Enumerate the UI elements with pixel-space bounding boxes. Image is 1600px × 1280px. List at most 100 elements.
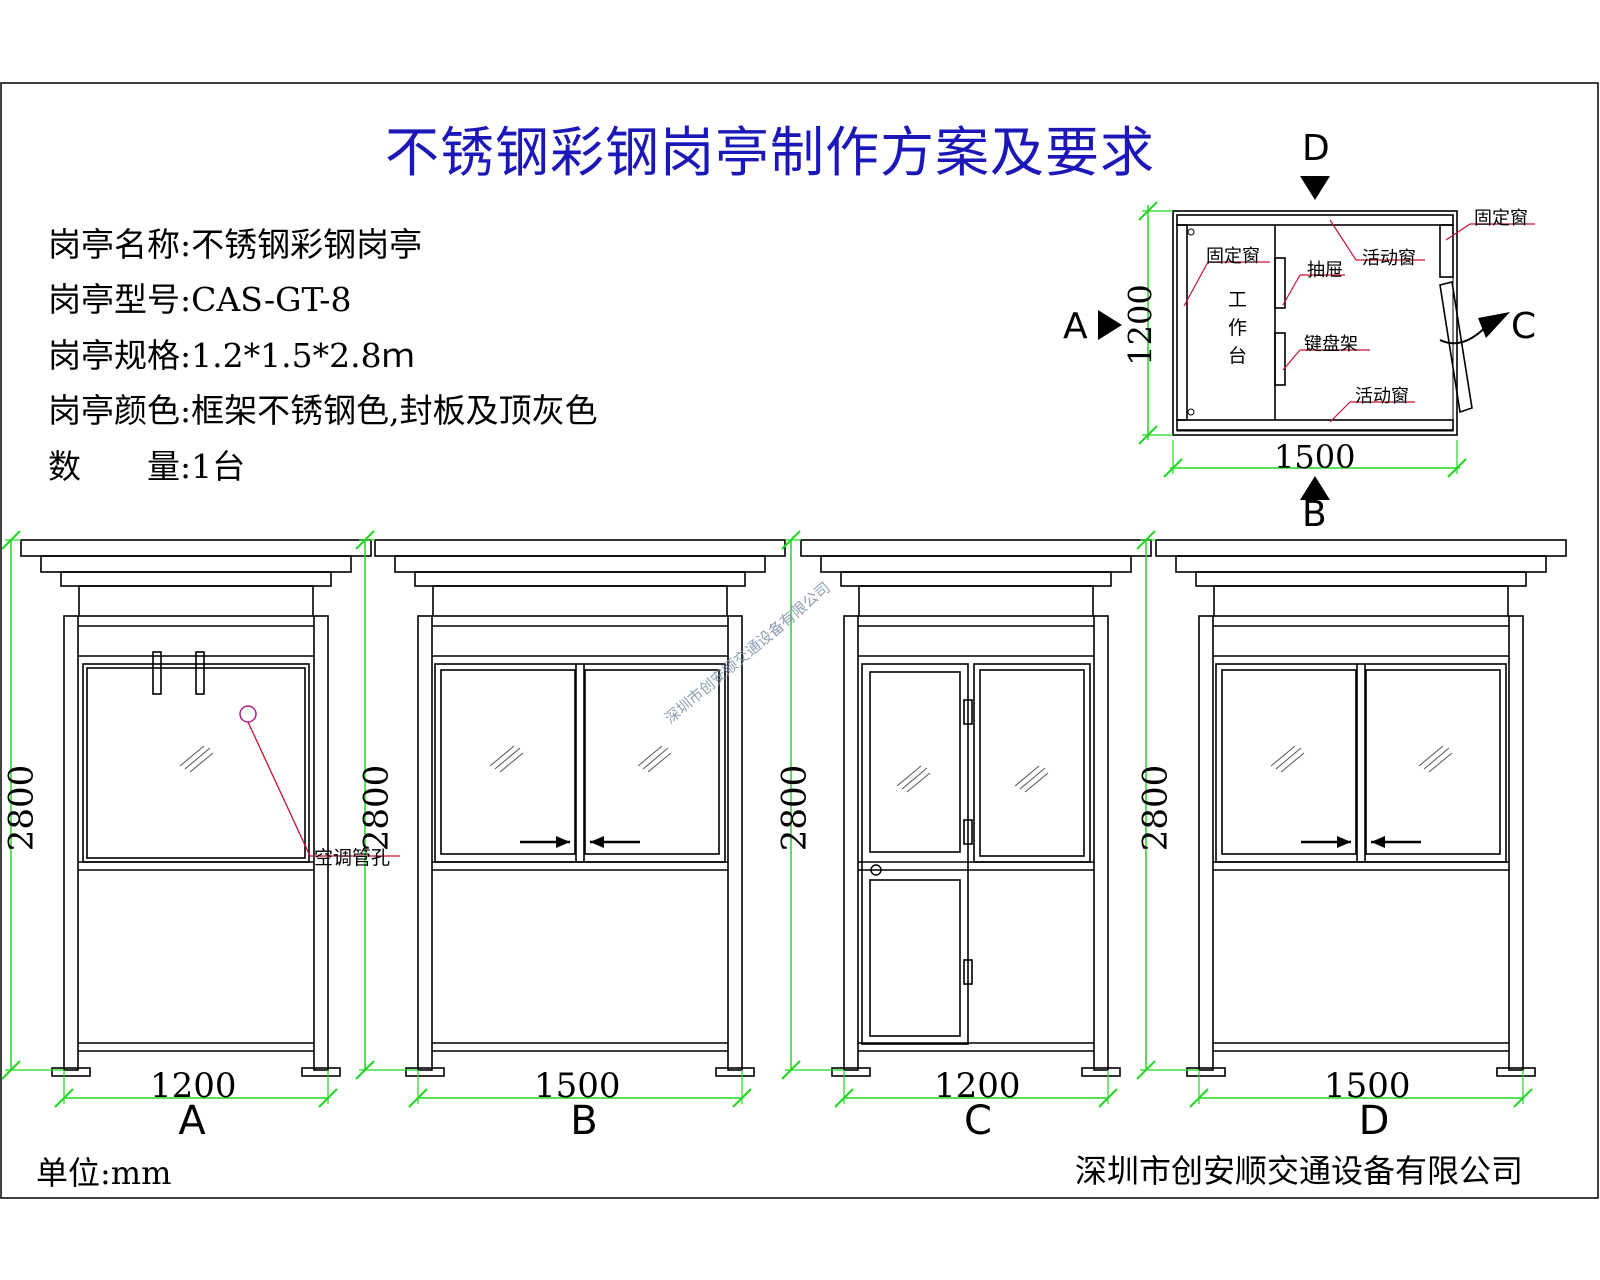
- unit-note: 单位:mm: [36, 1154, 172, 1192]
- bracket: [152, 651, 162, 695]
- glass-mark: [896, 765, 922, 787]
- dimension-tick: [1138, 425, 1158, 445]
- roof-lower: [1195, 571, 1527, 587]
- elev-a-width: 1200: [150, 1066, 237, 1106]
- fixed-window-inner: [86, 667, 306, 859]
- sliding-pane-left: [440, 669, 576, 855]
- door-lock: [870, 864, 882, 876]
- leader-line: [1329, 219, 1357, 261]
- view-arrow-d: [1300, 176, 1330, 200]
- leader-line: [247, 721, 311, 857]
- base-plate-left: [1186, 1067, 1226, 1077]
- elev-c-width: 1200: [934, 1066, 1021, 1106]
- roof-top: [20, 539, 372, 557]
- leader-line: [1329, 401, 1351, 423]
- dimension-tick: [781, 1060, 801, 1080]
- glass-mark: [1024, 772, 1049, 793]
- post-right: [1508, 615, 1524, 1071]
- post-left: [63, 615, 79, 1071]
- dimension-tick: [834, 1088, 854, 1108]
- roof-fascia: [78, 585, 314, 617]
- drawing-title: 不锈钢彩钢岗亭制作方案及要求: [385, 121, 1155, 184]
- dimension-tick: [781, 530, 801, 550]
- plan-fixed-window-left: [1176, 224, 1188, 421]
- dimension-tick: [1513, 1088, 1533, 1108]
- base-plate-left: [405, 1067, 445, 1077]
- door-hinge: [963, 819, 973, 845]
- dimension-tick: [732, 1088, 752, 1108]
- plan-label-sliding-window-bottom: 活动窗: [1355, 386, 1409, 407]
- sheet-border: [0, 82, 1599, 1199]
- door-hinge: [963, 959, 973, 985]
- spec-size: 岗亭规格:1.2*1.5*2.8ｍ: [48, 336, 415, 375]
- plan-label-workbench: 工作台: [1228, 289, 1248, 367]
- rotation-arrow: [1439, 319, 1493, 345]
- glass-mark: [642, 747, 669, 770]
- leader-line: [1183, 261, 1209, 307]
- glass-mark: [1275, 747, 1302, 770]
- roof-fascia: [858, 585, 1094, 617]
- plan-marker-b: B: [1302, 494, 1327, 535]
- view-arrow-c: [1478, 312, 1510, 338]
- ac-pipe-hole-label: 空调管孔: [314, 847, 391, 869]
- base-plate-left: [51, 1067, 91, 1077]
- spec-quantity: 数 量:1台: [48, 447, 246, 486]
- glass-mark: [494, 747, 521, 770]
- dimension-tick: [1136, 530, 1156, 550]
- plan-outline: [1172, 210, 1458, 436]
- plan-keyboard-tray: [1274, 332, 1286, 386]
- plan-sliding-window-bottom: [1176, 419, 1454, 431]
- plan-marker-a: A: [1063, 306, 1088, 347]
- roof-top: [1155, 539, 1567, 557]
- post-right: [1093, 615, 1109, 1071]
- roof-middle: [40, 555, 352, 573]
- post-right: [727, 615, 743, 1071]
- plan-fixed-window-right: [1439, 224, 1454, 278]
- plan-label-fixed-window-right: 固定窗: [1474, 208, 1528, 229]
- elev-c-height: 2800: [774, 764, 815, 852]
- elev-d-height: 2800: [1135, 764, 1176, 852]
- ac-pipe-hole: [239, 705, 257, 723]
- leader-line: [1282, 274, 1301, 306]
- door-hinge: [963, 699, 973, 725]
- sliding-pane-left: [1221, 669, 1357, 855]
- bracket: [195, 651, 205, 695]
- slide-arrow-head: [1337, 836, 1351, 848]
- side-window-inner: [979, 669, 1085, 857]
- view-label-d: D: [1358, 1098, 1390, 1144]
- slide-arrow-head: [556, 836, 570, 848]
- dimension-tick: [1138, 201, 1158, 221]
- glass-mark: [1423, 747, 1450, 770]
- roof-fascia: [1213, 585, 1509, 617]
- leader-line: [1282, 349, 1301, 371]
- dimension-tick: [1, 530, 21, 550]
- elev-d-width: 1500: [1324, 1066, 1411, 1106]
- leader-line: [1445, 223, 1471, 241]
- elev-b-width: 1500: [534, 1066, 621, 1106]
- floor-plan: [1098, 176, 1535, 500]
- plan-depth-dim: 1200: [1121, 284, 1160, 366]
- elevation-a: [1, 530, 400, 1108]
- dimension-tick: [1098, 1088, 1118, 1108]
- glass-mark: [1014, 765, 1040, 787]
- sliding-pane-right: [1365, 669, 1501, 855]
- elev-b-height: 2800: [356, 764, 397, 852]
- glass-mark: [189, 752, 214, 773]
- base-plate-right: [301, 1067, 341, 1077]
- glass-mark: [647, 752, 672, 773]
- view-label-c: C: [964, 1098, 992, 1144]
- roof-lower: [414, 571, 746, 587]
- glass-mark: [499, 752, 524, 773]
- plan-sliding-window-top: [1176, 214, 1454, 226]
- dimension-tick: [1447, 458, 1467, 478]
- plan-label-fixed-window-left: 固定窗: [1206, 246, 1260, 267]
- sliding-pane-right: [584, 669, 720, 855]
- window-frame: [434, 663, 726, 863]
- glass-mark: [489, 745, 515, 767]
- door-frame: [861, 663, 969, 1045]
- plan-label-sliding-window-top: 活动窗: [1362, 248, 1416, 269]
- door-glass: [869, 671, 961, 853]
- base-plate-left: [831, 1067, 871, 1077]
- plan-corner-mark: [1187, 228, 1195, 236]
